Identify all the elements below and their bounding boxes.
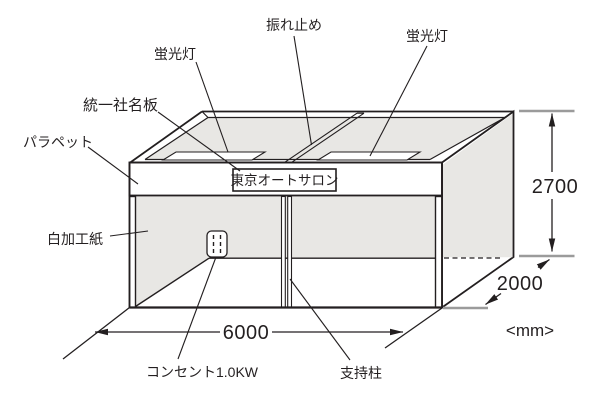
leader-fluorescent-left — [195, 61, 229, 153]
label-company-board: 統一社名板 — [83, 96, 158, 114]
left-wall-floor-edge — [135, 257, 210, 308]
extension-oblique-left — [62, 306, 130, 360]
callout-labels: 振れ止め 蛍光灯 蛍光灯 統一社名板 パラペット 白加工紙 コンセント1.0KW… — [23, 17, 448, 381]
support-column-front — [280, 195, 286, 309]
leader-support-column — [289, 278, 351, 361]
label-white-paper: 白加工紙 — [47, 231, 103, 247]
roof-opening — [145, 117, 505, 160]
corner-column-right — [434, 195, 443, 309]
sign-board-text: 東京オートサロン — [231, 173, 339, 188]
label-support-column: 支持柱 — [340, 365, 382, 381]
leader-lines — [87, 35, 428, 361]
fluorescent-strip-right — [316, 151, 422, 161]
sway-brace-bar — [283, 112, 365, 164]
roof-outer-edges — [128, 110, 514, 164]
leader-sway-brace — [293, 35, 313, 146]
dimension-unit: <mm> — [506, 321, 554, 340]
leader-parapet — [87, 146, 139, 185]
fluorescent-strip-left — [161, 151, 267, 161]
label-parapet: パラペット — [23, 134, 93, 150]
sign-board: 東京オートサロン — [231, 168, 339, 192]
label-fluorescent-right: 蛍光灯 — [406, 28, 448, 44]
front-face: 東京オートサロン — [128, 161, 443, 309]
support-column-rear — [287, 195, 293, 309]
leader-fluorescent-right — [369, 45, 428, 157]
leader-outlet — [177, 256, 217, 360]
power-outlet — [206, 230, 228, 258]
label-sway-brace: 振れ止め — [266, 17, 322, 33]
dimension-depth-line — [486, 260, 550, 305]
label-fluorescent-left: 蛍光灯 — [154, 46, 196, 62]
extension-oblique-right — [384, 307, 443, 349]
leader-white-paper — [109, 230, 149, 237]
right-wall-panel — [443, 114, 513, 258]
roof-frame — [128, 110, 514, 164]
roof-inner-edges — [144, 111, 514, 161]
dimension-depth-value: 2000 — [497, 273, 544, 295]
dimension-lines: 6000 2700 2000 <mm> — [95, 114, 578, 345]
label-outlet: コンセント1.0KW — [146, 364, 259, 380]
dimension-height-value: 2700 — [532, 176, 579, 198]
leader-company-board — [157, 111, 241, 172]
dimension-width-value: 6000 — [223, 322, 270, 344]
